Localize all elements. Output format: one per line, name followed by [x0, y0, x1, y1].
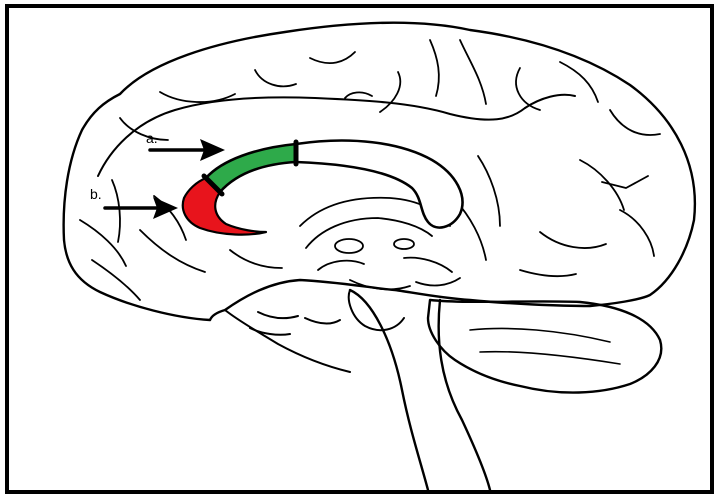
arrow-right-icon	[150, 139, 225, 161]
label-a: a.	[146, 130, 158, 146]
corpus-callosum	[296, 141, 462, 228]
cingulate-sulcus	[98, 97, 525, 176]
brainstem	[350, 290, 428, 490]
arrow-right-icon	[105, 197, 178, 219]
label-b: b.	[90, 186, 102, 202]
cerebellum	[428, 300, 661, 393]
